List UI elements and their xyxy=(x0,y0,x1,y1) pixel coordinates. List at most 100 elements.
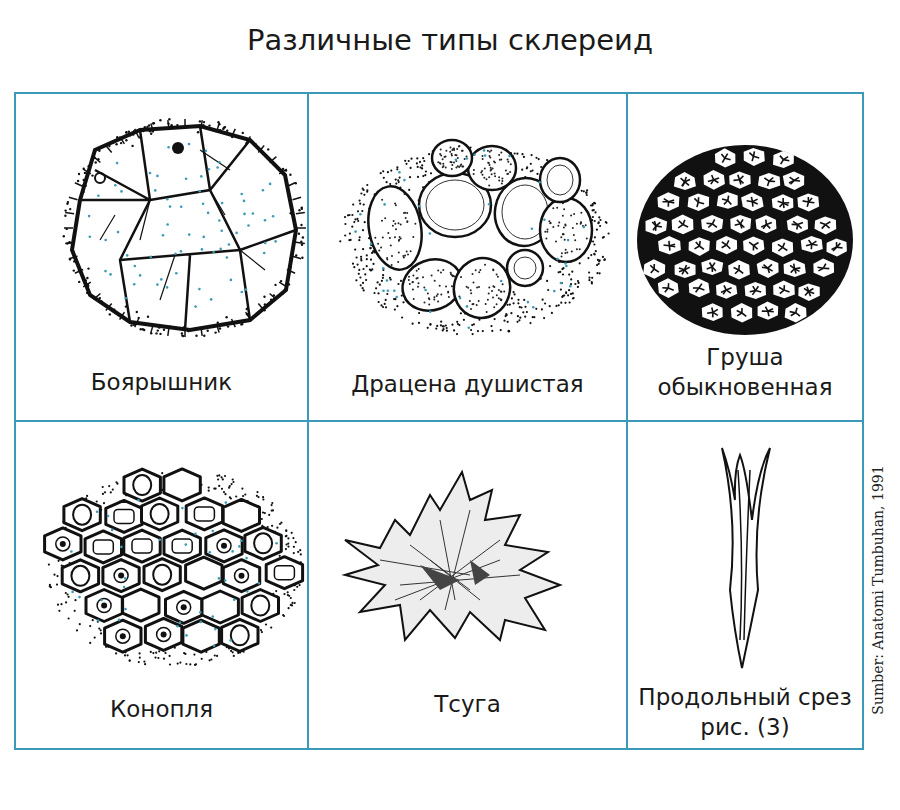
stone-cell xyxy=(758,302,779,320)
sclereid-cell xyxy=(62,560,98,592)
stipple-dot xyxy=(509,304,511,306)
stipple-dot xyxy=(398,240,400,242)
stipple-dot xyxy=(358,269,360,271)
stipple-dot xyxy=(500,329,502,331)
stipple-dot xyxy=(218,485,220,487)
stipple-dot xyxy=(381,199,383,201)
stipple-dot xyxy=(288,607,290,609)
stipple-dot xyxy=(382,267,385,270)
stipple-dot xyxy=(217,121,219,123)
stipple-dot xyxy=(363,194,365,196)
stipple-dot xyxy=(83,278,85,280)
pit-canal xyxy=(651,269,654,273)
stipple-dot xyxy=(429,232,432,235)
stipple-dot xyxy=(485,303,487,305)
stipple-dot xyxy=(200,175,203,178)
stipple-dot xyxy=(115,143,117,145)
lumen xyxy=(93,540,113,554)
stipple-dot xyxy=(552,226,554,228)
stipple-dot xyxy=(562,267,564,269)
sclereid-cell xyxy=(166,591,202,623)
stipple-dot xyxy=(216,655,218,657)
stipple-dot xyxy=(396,166,398,168)
stipple-dot xyxy=(436,325,438,327)
stipple-dot xyxy=(440,293,442,295)
stipple-dot xyxy=(440,321,442,323)
stipple-dot xyxy=(256,495,258,497)
stipple-dot xyxy=(500,151,502,153)
pit-canal xyxy=(722,158,725,163)
stipple-dot xyxy=(562,233,564,235)
stipple-dot xyxy=(148,124,150,126)
stipple-dot xyxy=(491,173,493,175)
stipple-dot xyxy=(393,290,396,293)
stipple-dot xyxy=(565,292,567,294)
stipple-dot xyxy=(473,153,476,156)
stipple-dot xyxy=(256,491,258,493)
pit-canal xyxy=(682,182,684,187)
lumen xyxy=(274,566,294,580)
stipple-dot xyxy=(299,584,301,586)
stipple-dot xyxy=(144,663,146,665)
pit-canal xyxy=(738,265,740,270)
stipple-dot xyxy=(124,608,127,611)
stipple-dot xyxy=(529,322,531,324)
stipple-dot xyxy=(435,328,437,330)
stipple-dot xyxy=(424,289,427,292)
stipple-dot xyxy=(503,320,505,322)
stipple-dot xyxy=(510,312,512,314)
stipple-dot xyxy=(562,273,564,275)
nucleus-ring xyxy=(116,629,130,643)
pit-canal xyxy=(662,287,668,289)
stipple-dot xyxy=(416,270,418,272)
pit-spike xyxy=(184,328,186,337)
specimen-panel: Тсуга xyxy=(307,420,628,750)
stipple-dot xyxy=(546,231,548,233)
stipple-dot xyxy=(393,220,395,222)
stipple-dot xyxy=(230,497,232,499)
stipple-dot xyxy=(593,202,595,204)
stipple-dot xyxy=(555,305,557,307)
stipple-dot xyxy=(362,188,364,190)
pit-canal xyxy=(768,311,769,316)
pit-canal xyxy=(653,226,656,230)
stone-cell xyxy=(813,259,834,278)
pit-canal xyxy=(652,222,656,226)
stipple-dot xyxy=(65,601,67,603)
stipple-dot xyxy=(458,145,460,147)
stipple-dot xyxy=(487,150,489,152)
stipple-dot xyxy=(177,663,179,665)
stipple-dot xyxy=(460,312,462,314)
stipple-dot xyxy=(549,265,551,267)
stipple-dot xyxy=(565,291,567,293)
stipple-dot xyxy=(56,584,58,586)
stipple-dot xyxy=(189,663,191,665)
stipple-dot xyxy=(596,229,598,231)
stipple-dot xyxy=(301,208,303,210)
stipple-dot xyxy=(519,317,521,319)
stipple-dot xyxy=(200,621,203,624)
stipple-dot xyxy=(77,180,79,182)
stipple-dot xyxy=(386,257,388,259)
stipple-dot xyxy=(273,294,275,296)
stipple-dot xyxy=(395,296,398,299)
stipple-dot xyxy=(489,155,491,157)
stipple-dot xyxy=(366,258,368,260)
stipple-dot xyxy=(136,311,138,313)
stipple-dot xyxy=(103,502,105,504)
stipple-dot xyxy=(362,282,364,284)
stipple-dot xyxy=(423,287,425,289)
stipple-dot xyxy=(157,657,159,659)
stipple-dot xyxy=(499,159,501,161)
stipple-dot xyxy=(364,273,366,275)
stipple-dot xyxy=(261,631,263,633)
stipple-dot xyxy=(442,328,444,330)
pit-canal xyxy=(708,180,714,182)
stipple-dot xyxy=(104,270,107,273)
stipple-dot xyxy=(216,475,218,477)
stipple-dot xyxy=(207,330,209,332)
stone-cell xyxy=(730,215,751,234)
stipple-dot xyxy=(417,176,419,178)
stipple-dot xyxy=(594,253,596,255)
stipple-dot xyxy=(570,215,572,217)
